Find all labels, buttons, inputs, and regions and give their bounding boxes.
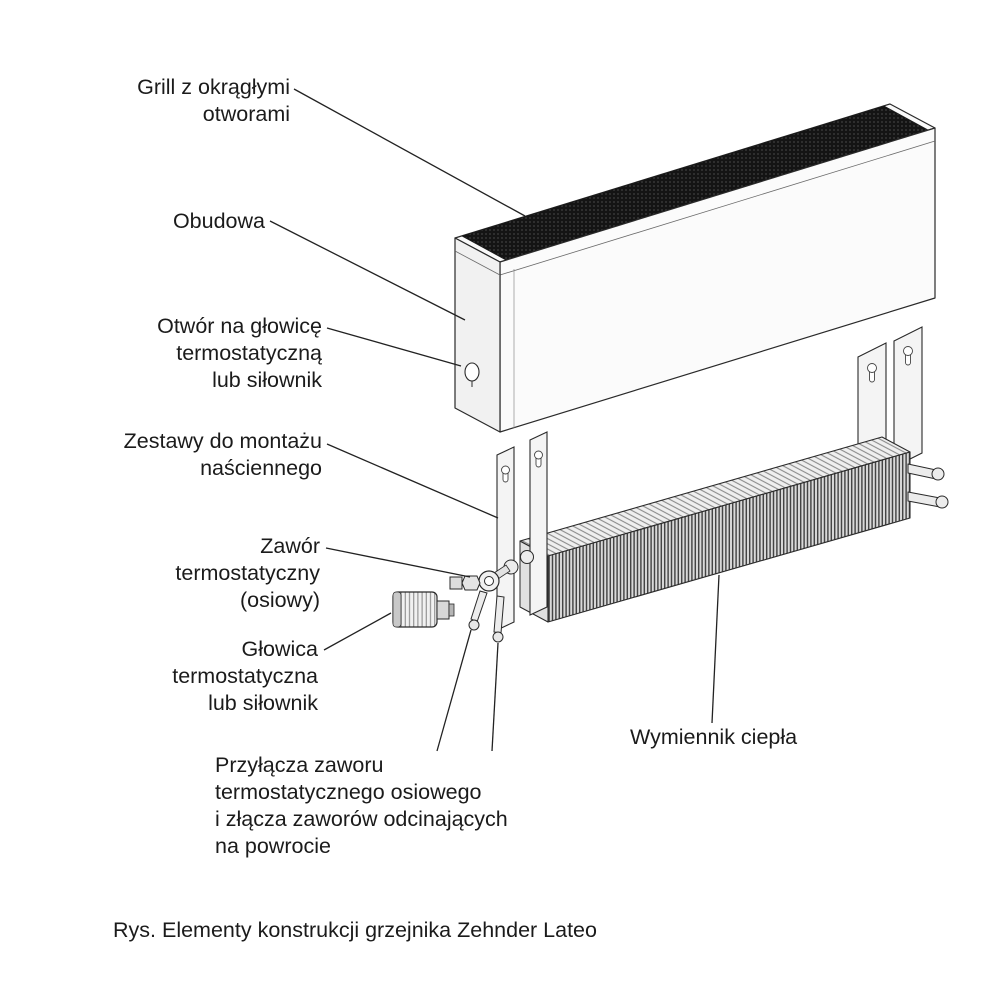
leader-otwor [326, 327, 462, 367]
wall-bracket-left-group [496, 431, 548, 631]
valve-return-fitting-right [492, 631, 504, 643]
label-wymiennik: Wymiennik ciepła [630, 725, 798, 749]
casing-left-face [454, 237, 501, 433]
core-pipe-cap-lower [935, 495, 949, 509]
heat-exchanger-drawing [519, 436, 949, 623]
wall-bracket-right-back [893, 326, 923, 468]
core-front-face [547, 451, 911, 623]
casing-left-frame-line [454, 250, 501, 276]
label-zawor: Zawór termostatyczny (osiowy) [175, 534, 320, 612]
valve-body-spindle [484, 576, 494, 586]
label-przylacza: Przyłącza zaworu termostatycznego osiowe… [215, 753, 508, 858]
wall-bracket-left-back-keyhole [534, 450, 543, 460]
wall-bracket-left-front-keyhole [501, 465, 510, 475]
wall-bracket-right-front-keyhole [867, 363, 877, 373]
valve-return-pipe-left [470, 590, 488, 623]
valve-union-nut [461, 575, 481, 591]
valve-return-fitting-left [468, 619, 480, 631]
valve-plate-fitting-upper [520, 550, 534, 564]
leader-grill [293, 88, 526, 217]
label-otwor-glowica: Otwór na głowicę termostatyczną lub siło… [157, 314, 322, 392]
core-pipe-stub-lower [907, 491, 941, 508]
label-grill: Grill z okrągłymi otworami [137, 75, 290, 126]
casing-front-frame-line [499, 140, 936, 276]
casing-drawing [454, 103, 936, 433]
thermostat-hole [464, 362, 480, 382]
wall-bracket-right-back-keyhole [903, 346, 913, 356]
label-zestawy-montaz: Zestawy do montażu naściennego [123, 429, 322, 480]
leader-przylacza-2 [491, 642, 499, 752]
thermostatic-head-drawing [392, 591, 455, 628]
leader-obudowa [269, 220, 466, 321]
valve-head-stub [449, 576, 463, 590]
core-pipe-cap-upper [931, 467, 945, 481]
leader-wymiennik [711, 574, 720, 724]
valve-drawing [449, 550, 534, 643]
figure-caption: Rys. Elementy konstrukcji grzejnika Zehn… [113, 918, 597, 942]
leader-zestawy [326, 443, 499, 519]
core-pipe-stub-upper [907, 463, 937, 480]
leader-przylacza-1 [436, 629, 472, 752]
head-end-cap [392, 591, 402, 628]
leader-zawor [325, 547, 471, 578]
head-neck [436, 600, 450, 620]
head-collar [448, 603, 455, 617]
leader-lines [269, 88, 720, 752]
leader-glowica [323, 612, 392, 651]
label-obudowa: Obudowa [172, 209, 265, 233]
label-glowica: Głowica termostatyczna lub siłownik [172, 637, 318, 715]
